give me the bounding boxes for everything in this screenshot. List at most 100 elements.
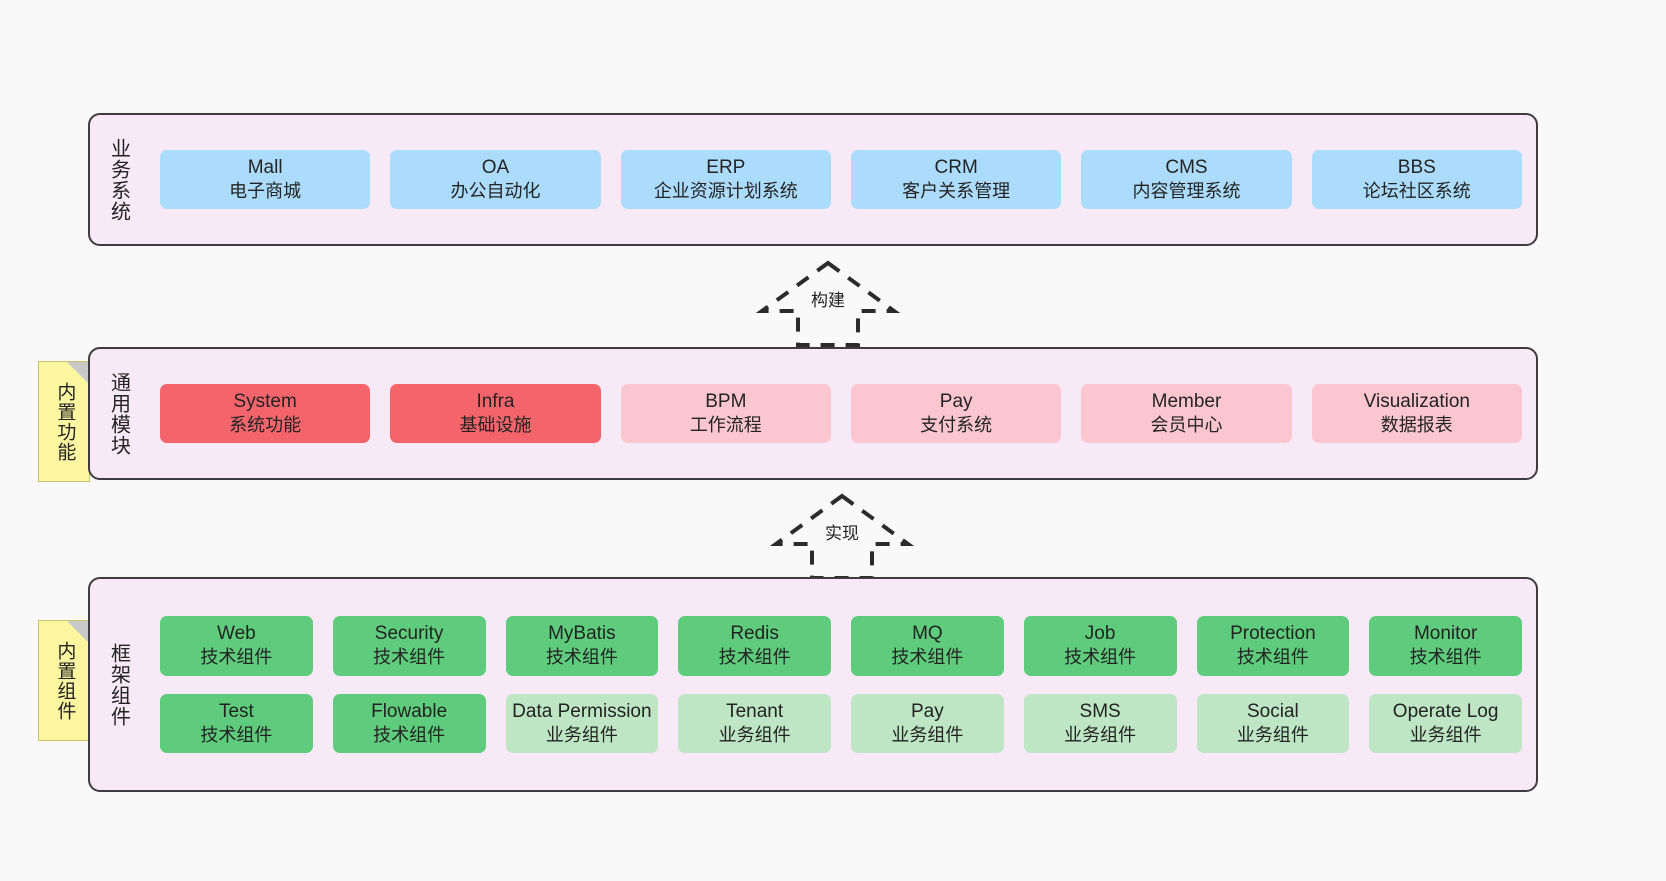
node-subtitle: 论坛社区系统 bbox=[1362, 181, 1471, 202]
node-subtitle: 技术组件 bbox=[545, 647, 618, 668]
layer-title-business-system: 业务系统 bbox=[107, 137, 130, 222]
node-subtitle: 支付系统 bbox=[920, 415, 993, 436]
node-operate-log[interactable]: Operate Log 业务组件 bbox=[1369, 693, 1522, 753]
node-title: Web bbox=[217, 623, 256, 645]
node-subtitle: 会员中心 bbox=[1150, 415, 1223, 436]
sticky-note-label: 内置功能 bbox=[54, 381, 76, 462]
node-erp[interactable]: ERP 企业资源计划系统 bbox=[620, 149, 831, 210]
sticky-note-label: 内置组件 bbox=[54, 640, 76, 721]
layer-title-common-module: 通用模块 bbox=[107, 371, 130, 456]
node-subtitle: 技术组件 bbox=[200, 647, 273, 668]
node-protection[interactable]: Protection 技术组件 bbox=[1196, 616, 1350, 676]
node-subtitle: 业务组件 bbox=[891, 724, 964, 745]
node-subtitle: 工作流程 bbox=[689, 415, 762, 436]
node-title: Operate Log bbox=[1392, 700, 1499, 722]
dashed-up-arrow-icon bbox=[755, 260, 901, 347]
node-oa[interactable]: OA 办公自动化 bbox=[390, 149, 601, 210]
node-job[interactable]: Job 技术组件 bbox=[1023, 616, 1177, 676]
node-subtitle: 办公自动化 bbox=[450, 181, 541, 202]
node-subtitle: 业务组件 bbox=[545, 724, 618, 745]
node-subtitle: 内容管理系统 bbox=[1132, 181, 1241, 202]
node-title: BBS bbox=[1397, 156, 1436, 178]
node-title: OA bbox=[481, 156, 510, 178]
node-subtitle: 技术组件 bbox=[718, 647, 791, 668]
node-row: Mall 电子商城 OA 办公自动化 ERP 企业资源计划系统 CRM 客户关系… bbox=[160, 149, 1522, 210]
node-subtitle: 系统功能 bbox=[229, 415, 302, 436]
node-row: Web 技术组件 Security 技术组件 MyBatis 技术组件 Redi… bbox=[160, 616, 1522, 676]
node-subtitle: 客户关系管理 bbox=[902, 181, 1011, 202]
node-flowable[interactable]: Flowable 技术组件 bbox=[332, 693, 486, 753]
node-subtitle: 技术组件 bbox=[1064, 647, 1137, 668]
node-bbs[interactable]: BBS 论坛社区系统 bbox=[1311, 149, 1522, 210]
node-title: Mall bbox=[247, 156, 283, 178]
connector-build-label: 构建 bbox=[811, 291, 845, 310]
node-mall[interactable]: Mall 电子商城 bbox=[160, 149, 371, 210]
node-pay-module[interactable]: Pay 支付系统 bbox=[850, 383, 1062, 444]
node-cms[interactable]: CMS 内容管理系统 bbox=[1081, 149, 1292, 210]
sticky-note-builtin-feature[interactable]: 内置功能 bbox=[38, 361, 90, 482]
node-pay-component[interactable]: Pay 业务组件 bbox=[851, 693, 1004, 753]
node-crm[interactable]: CRM 客户关系管理 bbox=[850, 149, 1062, 210]
layer-body-business-system: Mall 电子商城 OA 办公自动化 ERP 企业资源计划系统 CRM 客户关系… bbox=[146, 115, 1536, 244]
node-subtitle: 技术组件 bbox=[373, 724, 446, 745]
node-title: ERP bbox=[706, 156, 746, 178]
node-subtitle: 基础设施 bbox=[459, 415, 532, 436]
node-social[interactable]: Social 业务组件 bbox=[1196, 693, 1350, 753]
node-title: System bbox=[233, 390, 297, 412]
node-title: Job bbox=[1084, 623, 1116, 645]
layer-panel-business-system[interactable]: 业务系统 Mall 电子商城 OA 办公自动化 ERP 企业资源计划系统 CRM… bbox=[88, 113, 1538, 246]
layer-body-common-module: System 系统功能 Infra 基础设施 BPM 工作流程 Pay 支付系统… bbox=[146, 349, 1536, 478]
node-subtitle: 企业资源计划系统 bbox=[653, 181, 798, 202]
node-mybatis[interactable]: MyBatis 技术组件 bbox=[505, 616, 659, 676]
node-title: Data Permission bbox=[512, 700, 652, 722]
node-title: Tenant bbox=[726, 700, 784, 722]
node-title: Protection bbox=[1230, 623, 1316, 645]
node-sms[interactable]: SMS 业务组件 bbox=[1023, 693, 1177, 753]
node-title: Test bbox=[218, 700, 254, 722]
node-title: Security bbox=[374, 623, 444, 645]
node-monitor[interactable]: Monitor 技术组件 bbox=[1369, 616, 1522, 676]
node-title: Monitor bbox=[1413, 623, 1478, 645]
node-title: Pay bbox=[911, 700, 944, 722]
node-title: Member bbox=[1151, 390, 1222, 412]
layer-panel-common-module[interactable]: 通用模块 System 系统功能 Infra 基础设施 BPM 工作流程 Pay… bbox=[88, 347, 1538, 480]
node-redis[interactable]: Redis 技术组件 bbox=[678, 616, 831, 676]
node-tenant[interactable]: Tenant 业务组件 bbox=[678, 693, 831, 753]
node-title: Redis bbox=[730, 623, 779, 645]
node-subtitle: 电子商城 bbox=[229, 181, 302, 202]
layer-title-framework-component: 框架组件 bbox=[107, 642, 130, 727]
node-security[interactable]: Security 技术组件 bbox=[332, 616, 486, 676]
connector-implement-label: 实现 bbox=[825, 524, 859, 543]
node-visualization[interactable]: Visualization 数据报表 bbox=[1311, 383, 1522, 444]
connector-implement: 实现 bbox=[769, 492, 915, 580]
node-infra[interactable]: Infra 基础设施 bbox=[390, 383, 601, 444]
node-subtitle: 技术组件 bbox=[1236, 647, 1309, 668]
node-member[interactable]: Member 会员中心 bbox=[1081, 383, 1292, 444]
node-title: Flowable bbox=[371, 700, 448, 722]
node-title: MyBatis bbox=[548, 623, 616, 645]
node-data-permission[interactable]: Data Permission 业务组件 bbox=[505, 693, 659, 753]
node-title: MQ bbox=[912, 623, 943, 645]
node-test[interactable]: Test 技术组件 bbox=[160, 693, 313, 753]
node-system[interactable]: System 系统功能 bbox=[160, 383, 371, 444]
node-subtitle: 业务组件 bbox=[1236, 724, 1309, 745]
node-subtitle: 技术组件 bbox=[200, 724, 273, 745]
node-subtitle: 技术组件 bbox=[891, 647, 964, 668]
sticky-note-builtin-component[interactable]: 内置组件 bbox=[38, 620, 90, 741]
folded-corner-icon bbox=[67, 362, 89, 384]
node-web[interactable]: Web 技术组件 bbox=[160, 616, 313, 676]
node-row: System 系统功能 Infra 基础设施 BPM 工作流程 Pay 支付系统… bbox=[160, 383, 1522, 444]
node-subtitle: 技术组件 bbox=[1409, 647, 1482, 668]
connector-build: 构建 bbox=[755, 259, 901, 347]
node-title: CRM bbox=[934, 156, 978, 178]
node-subtitle: 技术组件 bbox=[373, 647, 446, 668]
layer-panel-framework-component[interactable]: 框架组件 Web 技术组件 Security 技术组件 MyBatis 技术组件… bbox=[88, 577, 1538, 792]
node-subtitle: 数据报表 bbox=[1380, 415, 1453, 436]
node-title: Pay bbox=[939, 390, 973, 412]
node-title: SMS bbox=[1079, 700, 1121, 722]
node-title: Visualization bbox=[1363, 390, 1470, 412]
node-bpm[interactable]: BPM 工作流程 bbox=[620, 383, 831, 444]
node-mq[interactable]: MQ 技术组件 bbox=[851, 616, 1004, 676]
node-subtitle: 业务组件 bbox=[1064, 724, 1137, 745]
